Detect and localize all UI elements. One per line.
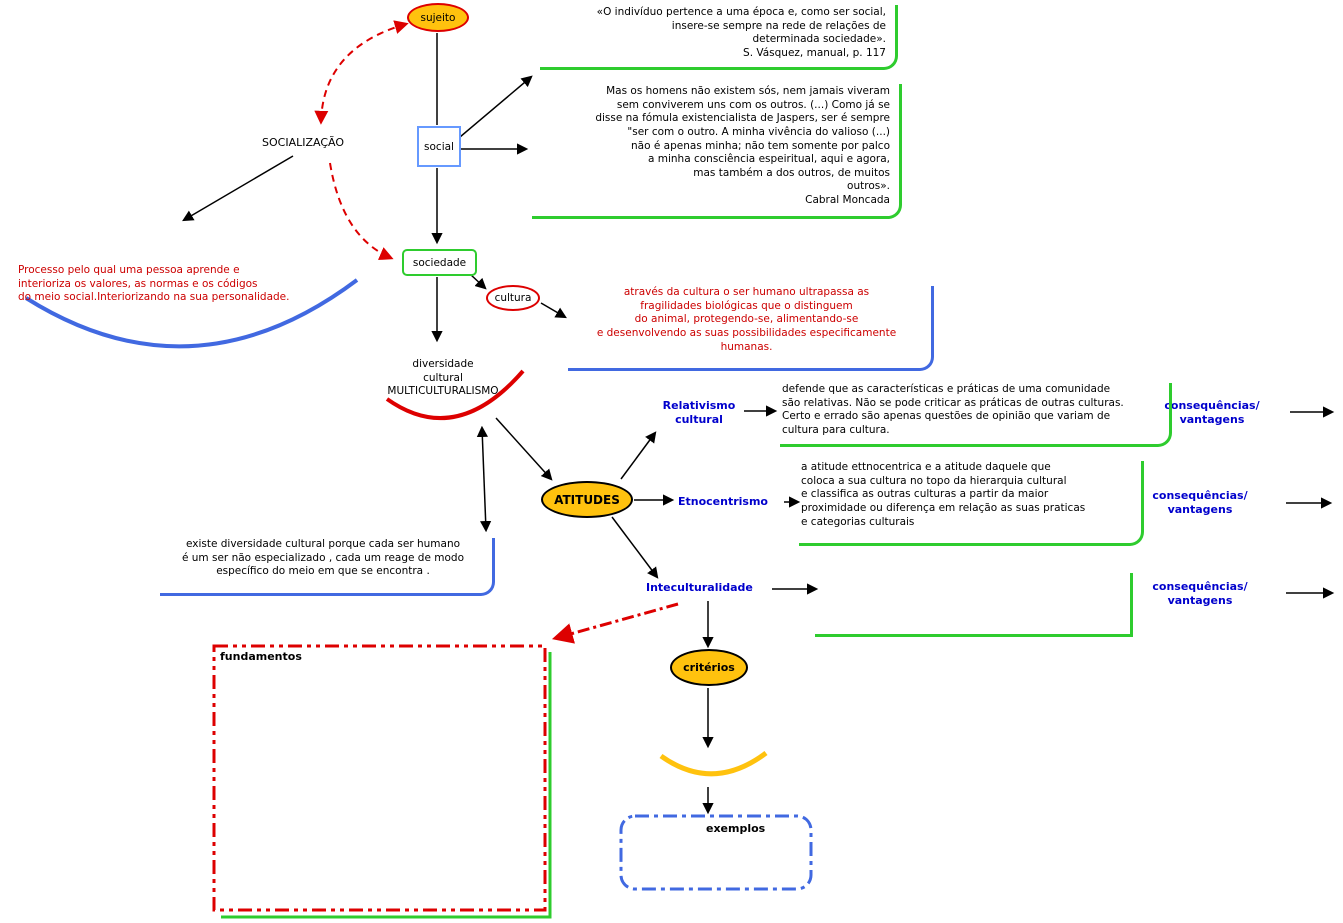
node-criterios[interactable]: critérios [670, 649, 748, 686]
arc-yellow-exemplos [659, 751, 768, 777]
relativismo-definition: defende que as características e prática… [780, 383, 1172, 447]
node-diversidade-multiculturalismo[interactable]: diversidade cultural MULTICULTURALISMO [387, 358, 499, 398]
node-sociedade[interactable]: sociedade [402, 249, 477, 276]
node-social[interactable]: social [417, 126, 461, 167]
consequencias-3-green-bracket [815, 573, 1133, 637]
arrow-atitudes-interculturalidade [611, 516, 659, 579]
arrow-red-interculturalidade-fundamentos [551, 602, 679, 644]
exemplos-box[interactable] [619, 814, 813, 891]
socializacao-definition: Processo pelo qual uma pessoa aprende e … [18, 264, 290, 304]
arrow-red-socializacao-sociedade [329, 162, 394, 261]
arrow-social-quote-vasquez [459, 75, 533, 138]
node-sujeito[interactable]: sujeito [407, 3, 469, 32]
fundamentos-label: fundamentos [220, 650, 302, 663]
arrow-socializacao-definicao [182, 155, 294, 222]
node-atitudes[interactable]: ATITUDES [541, 481, 633, 518]
arrow-sociedade-cultura [469, 273, 487, 290]
fundamentos-box[interactable] [212, 644, 547, 912]
node-socializacao[interactable]: SOCIALIZAÇÃO [262, 136, 345, 149]
fundamentos-green-bracket [221, 652, 552, 919]
arrow-cultura-definicao [540, 302, 567, 319]
arrow-diversidade-definicao [476, 425, 492, 533]
node-consequencias-2[interactable]: consequências/ vantagens [1152, 489, 1248, 517]
quote-vasquez: «O indivíduo pertence a uma época e, com… [540, 5, 898, 70]
node-relativismo-cultural[interactable]: Relativismo cultural [662, 399, 736, 427]
etnocentrismo-definition: a atitude ettnocentrica e a atitude daqu… [799, 461, 1144, 547]
arrow-atitudes-relativismo [620, 431, 657, 480]
exemplos-label: exemplos [706, 822, 766, 835]
node-cultura[interactable]: cultura [486, 285, 540, 311]
node-consequencias-3[interactable]: consequências/ vantagens [1152, 580, 1248, 608]
arc-red-multiculturalismo [385, 369, 525, 420]
node-etnocentrismo[interactable]: Etnocentrismo [678, 495, 768, 508]
diversidade-definition: existe diversidade cultural porque cada … [160, 538, 495, 596]
quote-moncada: Mas os homens não existem sós, nem jamai… [532, 84, 902, 219]
arc-blue-socializacao [24, 278, 359, 349]
node-interculturalidade[interactable]: Inteculturalidade [646, 581, 753, 594]
arrow-red-sujeito-socializacao [314, 20, 409, 125]
arrow-diversidade-atitudes [495, 417, 553, 481]
cultura-definition: através da cultura o ser humano ultrapas… [568, 286, 934, 372]
node-consequencias-1[interactable]: consequências/ vantagens [1164, 399, 1260, 427]
